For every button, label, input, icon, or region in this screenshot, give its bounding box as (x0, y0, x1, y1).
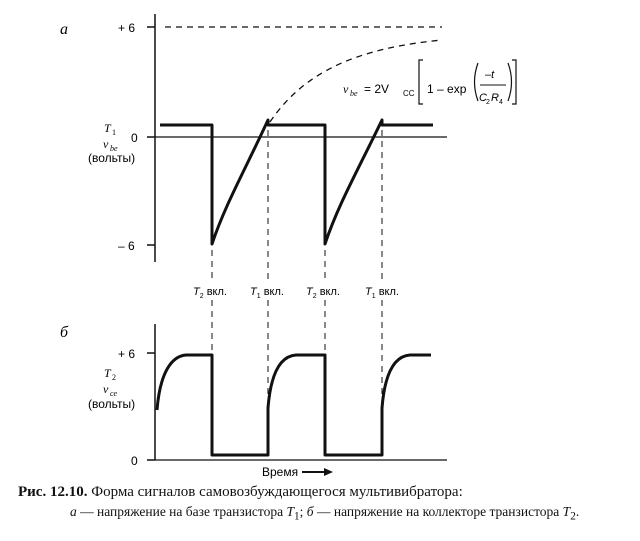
svg-text:2: 2 (112, 373, 116, 382)
panel-b-tick-label-zero: 0 (131, 454, 138, 468)
caption-title: Форма сигналов самовозбуждающегося мульт… (87, 484, 463, 500)
panel-a-y-title: T 1 v be (вольты) (88, 121, 135, 165)
event-label-t1-on-1: T1 вкл. (250, 286, 284, 300)
panel-a-label: а (60, 21, 68, 38)
svg-text:1: 1 (112, 128, 116, 137)
svg-text:T: T (104, 121, 112, 135)
formula-left-paren (473, 62, 479, 102)
panel-a-exponential-continuation (269, 39, 443, 123)
event-label-t1-on-2: T1 вкл. (365, 286, 399, 300)
svg-text:be: be (110, 144, 118, 153)
panel-a-formula: v be = 2V CC 1 – exp –t C 2 R 4 (343, 59, 517, 106)
figure-caption: Рис. 12.10. Форма сигналов самовозбуждаю… (18, 482, 633, 527)
svg-text:C: C (479, 92, 487, 104)
svg-text:(вольты): (вольты) (88, 151, 135, 165)
panel-a-tick-label-zero: 0 (131, 131, 138, 145)
svg-text:be: be (350, 89, 358, 98)
svg-text:(вольты): (вольты) (88, 397, 135, 411)
svg-text:ce: ce (110, 389, 118, 398)
svg-text:R: R (491, 92, 499, 104)
formula-right-bracket (512, 59, 517, 105)
svg-text:v: v (103, 382, 109, 396)
svg-text:= 2V: = 2V (364, 82, 389, 96)
event-labels: T2 вкл. T1 вкл. T2 вкл. T1 вкл. (193, 286, 399, 300)
svg-text:v: v (343, 82, 349, 96)
formula-left-bracket (418, 59, 423, 105)
svg-text:v: v (103, 137, 109, 151)
time-arrow-head (324, 468, 333, 476)
panel-a-base-voltage-waveform (160, 118, 433, 246)
event-guide-lines (211, 130, 383, 455)
panel-a-tick-label-plus6: + 6 (118, 21, 135, 35)
event-label-t2-on-2: T2 вкл. (306, 286, 340, 300)
panel-b-label: б (60, 324, 69, 341)
event-label-t2-on-1: T2 вкл. (193, 286, 227, 300)
svg-text:T: T (104, 366, 112, 380)
svg-text:1 – exp: 1 – exp (427, 82, 467, 96)
panel-b-collector-voltage-waveform (155, 353, 431, 457)
panel-b-tick-label-plus6: + 6 (118, 347, 135, 361)
svg-text:–t: –t (484, 69, 495, 81)
caption-figure-number: Рис. 12.10. (18, 484, 88, 500)
svg-text:2: 2 (486, 99, 490, 106)
panel-a-tick-label-minus6: – 6 (118, 239, 135, 253)
panel-b-y-title: T 2 v ce (вольты) (88, 366, 135, 411)
svg-text:CC: CC (403, 89, 415, 98)
formula-right-paren (507, 62, 513, 102)
time-axis-label: Время (262, 465, 298, 479)
caption-legend: а — напряжение на базе транзистора T1; б… (70, 504, 580, 523)
svg-text:4: 4 (499, 99, 503, 106)
